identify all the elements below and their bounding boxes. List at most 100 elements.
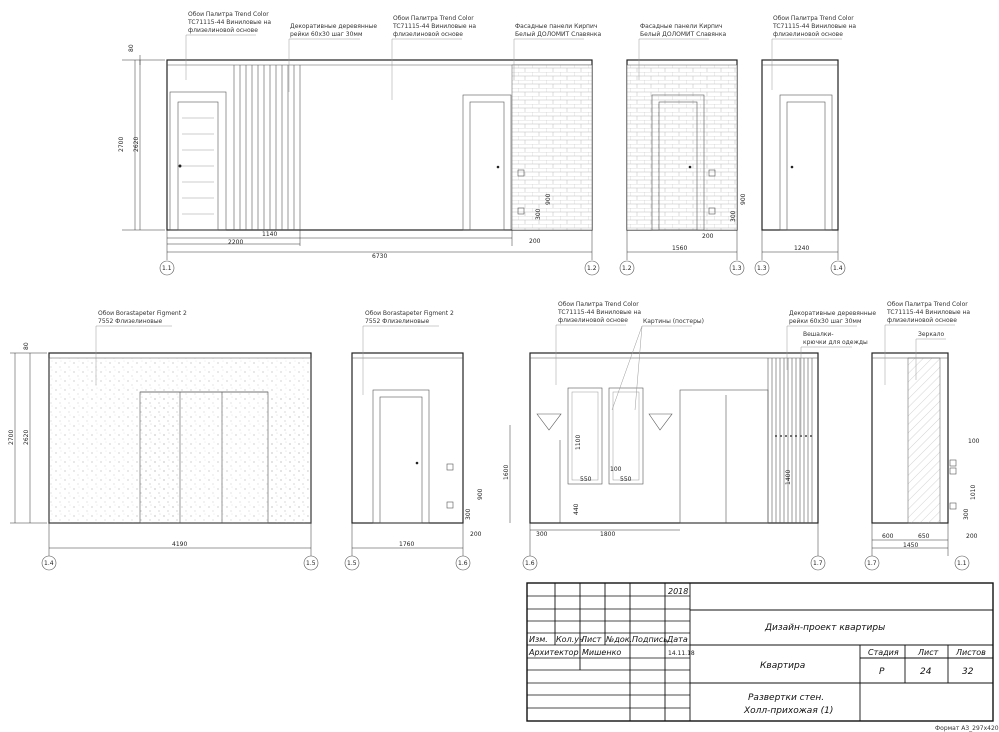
label: 1.3 (757, 265, 767, 272)
label: 1.4 (44, 560, 54, 567)
label: Листов (955, 648, 986, 657)
label: 2200 (228, 239, 243, 246)
slats (233, 65, 301, 230)
label: Зеркало (918, 331, 944, 338)
title-block: 2018 Изм. Кол.уч Лист №док. Подпись Дата… (526, 582, 999, 732)
label: Стадия (868, 648, 899, 657)
label: Белый ДОЛОМИТ Славянка (515, 31, 601, 38)
axis-markers-top: 1.1 1.2 1.2 1.3 1.3 1.4 (159, 260, 846, 276)
label: флизелиновой основе (188, 27, 258, 34)
label: TC71115-44 Виниловые на (772, 23, 856, 30)
label: 1.6 (525, 560, 535, 567)
elevation-1-3-1-4 (761, 59, 839, 231)
label: 1140 (262, 231, 277, 238)
axis-markers-bottom: 1.4 1.5 1.5 1.6 1.6 1.7 1.7 1.1 (41, 555, 970, 571)
note-mirror: Зеркало (915, 331, 946, 380)
label: 900 (477, 488, 484, 500)
label: 1.3 (732, 265, 742, 272)
label: TC71115-44 Виниловые на (886, 309, 970, 316)
note-slats-1: Декоративные деревянные рейки 60х30 шаг … (288, 23, 377, 92)
label: 7552 Флизелиновые (365, 318, 430, 325)
label: 1.5 (306, 560, 316, 567)
label: 550 (620, 476, 632, 483)
label: Холл-прихожая (1) (743, 706, 833, 716)
label: 6730 (372, 253, 387, 260)
label: 2700 (8, 430, 15, 445)
label: 300 (963, 508, 970, 520)
label: 2018 (668, 587, 688, 596)
label: 200 (529, 238, 541, 245)
label: Обои Borastapeter Figment 2 (98, 310, 187, 317)
label: 900 (740, 193, 747, 205)
label: Обои Палитра Trend Color (773, 15, 854, 22)
label: 1240 (794, 245, 809, 252)
label: 1.2 (587, 265, 597, 272)
label: 600 (882, 533, 894, 540)
label: 1.7 (867, 560, 877, 567)
label: 200 (966, 533, 978, 540)
label: Архитектор (528, 648, 579, 657)
label: Лист (917, 648, 939, 657)
label: Обои Палитра Trend Color (558, 301, 639, 308)
note-wallpaper-2: Обои Палитра Trend Color TC71115-44 Вини… (391, 15, 476, 100)
label: 1.6 (458, 560, 468, 567)
label: Вешалки- (803, 331, 834, 338)
label: 1560 (672, 245, 687, 252)
label: 2620 (133, 137, 140, 152)
label: 1010 (970, 485, 977, 500)
note-wallpaper-5: Обои Палитра Trend Color TC71115-44 Вини… (884, 301, 970, 385)
label: TC71115-44 Виниловые на (392, 23, 476, 30)
note-wallpaper-4: Обои Палитра Trend Color TC71115-44 Вини… (555, 301, 641, 385)
label: 24 (920, 667, 932, 677)
label: Изм. (529, 635, 548, 644)
label: 4190 (172, 541, 187, 548)
label: 1.1 (957, 560, 967, 567)
label: 100 (610, 466, 622, 473)
label: Подпись (632, 635, 668, 644)
label: 300 (536, 531, 548, 538)
note-brick-2: Фасадные панели Кирпич Белый ДОЛОМИТ Сла… (638, 23, 726, 80)
label: 650 (918, 533, 930, 540)
note-posters: Картины (постеры) (611, 318, 704, 411)
label: флизелиновой основе (558, 317, 628, 324)
note-boras-1: Обои Borastapeter Figment 2 7552 Флизели… (95, 310, 187, 385)
label: 1800 (600, 531, 615, 538)
label: 1100 (575, 435, 582, 450)
label: Обои Палитра Trend Color (188, 11, 269, 18)
label: Лист (580, 635, 602, 644)
label: флизелиновой основе (887, 317, 957, 324)
door (169, 91, 227, 231)
elevation-1-4-1-5 (48, 352, 312, 524)
note-wallpaper-3: Обои Палитра Trend Color TC71115-44 Вини… (771, 15, 856, 90)
label: 300 (535, 208, 542, 220)
label: крючки для одежды (803, 339, 868, 346)
label: 1.4 (833, 265, 843, 272)
label: Развертки стен. (748, 693, 824, 703)
label: 7552 Флизелиновые (98, 318, 163, 325)
label: TC71115-44 Виниловые на (557, 309, 641, 316)
dimensions-top: 80 2700 2620 1140 2200 6730 200 300 900 … (118, 44, 839, 260)
label: 1450 (903, 542, 918, 549)
elevation-1-5-1-6 (351, 352, 464, 524)
label: 440 (573, 503, 580, 515)
label: 900 (545, 193, 552, 205)
label: 550 (580, 476, 592, 483)
label: 80 (23, 342, 30, 350)
label: 80 (128, 44, 135, 52)
label: Декоративные деревянные (290, 23, 377, 30)
label: 14.11.18 (668, 650, 695, 657)
label: 300 (730, 210, 737, 222)
label: 1760 (399, 541, 414, 548)
label: рейки 60х30 шаг 30мм (789, 318, 861, 325)
label: 200 (470, 531, 482, 538)
label: 100 (968, 438, 980, 445)
label: Дизайн-проект квартиры (764, 623, 885, 633)
label: 32 (962, 667, 974, 677)
note-wallpaper-1: Обои Палитра Trend Color TC71115-44 Вини… (185, 11, 271, 80)
door (462, 94, 512, 231)
label: №док. (605, 635, 632, 644)
label: Обои Палитра Trend Color (887, 301, 968, 308)
label: Фасадные панели Кирпич (640, 23, 722, 30)
dimensions-bottom: 80 2700 2620 4190 1760 300 900 200 1600 … (8, 342, 980, 556)
